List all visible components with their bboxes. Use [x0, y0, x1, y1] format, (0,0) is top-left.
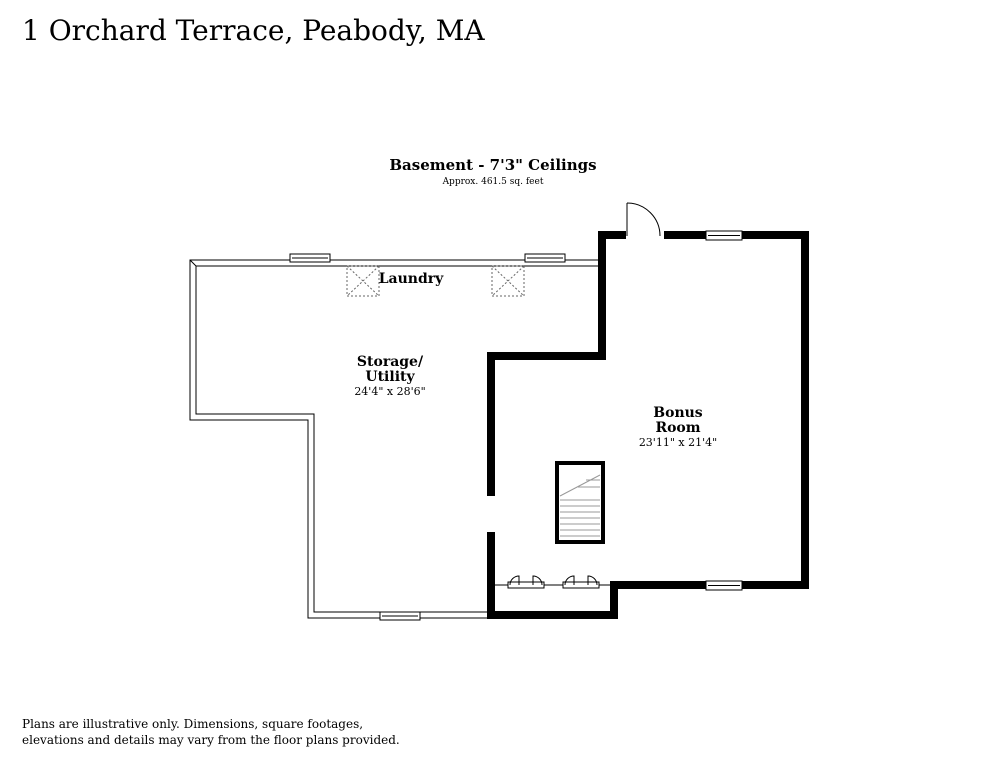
- disclaimer: Plans are illustrative only. Dimensions,…: [22, 716, 400, 748]
- room-label-laundry: Laundry: [379, 271, 444, 287]
- page-title: 1 Orchard Terrace, Peabody, MA: [22, 14, 485, 47]
- floor-title: Basement - 7'3" Ceilings: [389, 156, 596, 174]
- room-label-bonus-line2: Room: [655, 420, 700, 436]
- room-label-storage-line1: Storage/: [357, 354, 424, 370]
- laundry-washer-icon: [346, 265, 380, 297]
- room-label-bonus-line1: Bonus: [653, 405, 703, 421]
- bonus-room-walls: [487, 231, 809, 619]
- floor-area: Approx. 461.5 sq. feet: [442, 177, 544, 187]
- disclaimer-line-1: Plans are illustrative only. Dimensions,…: [22, 717, 364, 731]
- room-label-storage-line2: Utility: [365, 369, 415, 385]
- exterior-door-icon: [621, 202, 669, 239]
- window-bonus-bottom: [705, 580, 743, 591]
- room-dims-bonus: 23'11" x 21'4": [639, 436, 717, 449]
- storage-utility-walls: [189, 259, 598, 619]
- window-storage-top-left: [289, 253, 331, 263]
- room-dims-storage: 24'4" x 28'6": [354, 385, 425, 398]
- disclaimer-line-2: elevations and details may vary from the…: [22, 733, 400, 747]
- window-bonus-top: [705, 230, 743, 241]
- closet-doors-icon: [492, 575, 614, 589]
- window-storage-bottom: [379, 611, 421, 621]
- laundry-dryer-icon: [491, 265, 525, 297]
- staircase-icon: [555, 461, 605, 544]
- window-storage-top-right: [524, 253, 566, 263]
